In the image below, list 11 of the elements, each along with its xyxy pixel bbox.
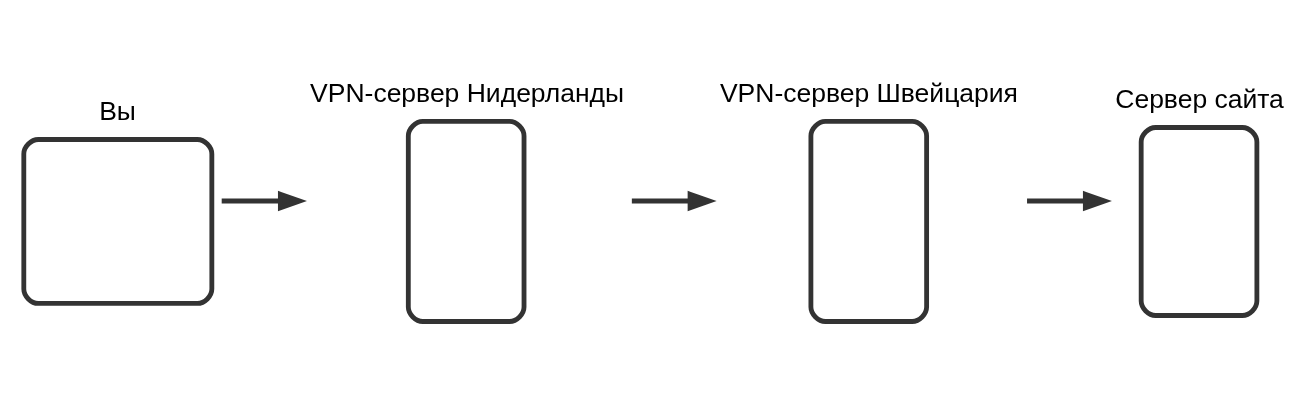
node-box xyxy=(808,119,930,324)
node-box xyxy=(405,119,527,324)
node-label: Сервер сайта xyxy=(1115,83,1284,114)
node-box xyxy=(1138,125,1260,318)
node-label: VPN-сервер Нидерланды xyxy=(310,77,625,108)
arrow xyxy=(1027,190,1112,212)
arrow xyxy=(221,190,307,212)
arrow xyxy=(631,190,717,212)
node-box xyxy=(21,137,215,306)
node-label: VPN-сервер Швейцария xyxy=(719,77,1018,108)
node-label: Вы xyxy=(99,95,136,126)
